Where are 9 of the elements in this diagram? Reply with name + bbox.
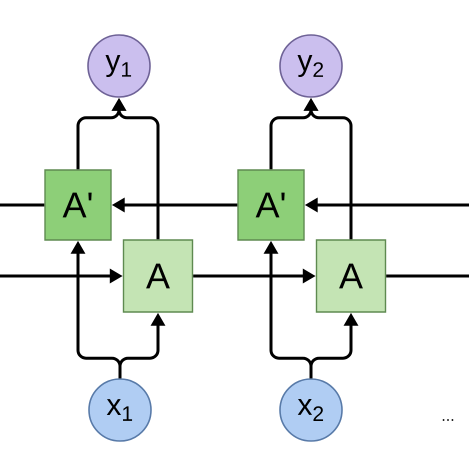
cell-box: A [122,239,194,313]
circle-node: x$_{1}$ [88,378,152,442]
circle-node: x$_{2}$ [279,378,343,442]
circle-node: y$_{2}$ [279,34,343,98]
circle-node: y$_{1}$ [87,34,151,98]
cell-box: A' [237,169,305,241]
cell-box: A [316,239,386,313]
ellipsis: ... [442,419,454,421]
cell-box: A' [44,169,112,241]
